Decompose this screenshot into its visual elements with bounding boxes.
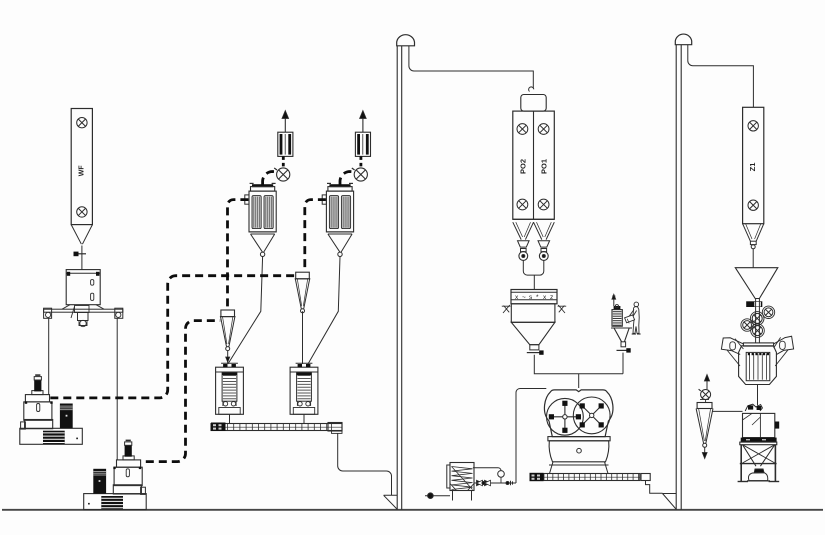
svg-text:z: z (550, 294, 553, 301)
svg-text:PO2: PO2 (518, 159, 527, 174)
svg-text:PO1: PO1 (540, 159, 549, 174)
svg-text:*: * (536, 294, 539, 301)
svg-text:s: s (529, 294, 533, 301)
svg-text:Z1: Z1 (748, 163, 757, 172)
svg-text:x: x (543, 294, 547, 301)
svg-text:x: x (515, 294, 519, 301)
svg-text:WF: WF (79, 165, 86, 177)
svg-text:~: ~ (522, 294, 526, 301)
